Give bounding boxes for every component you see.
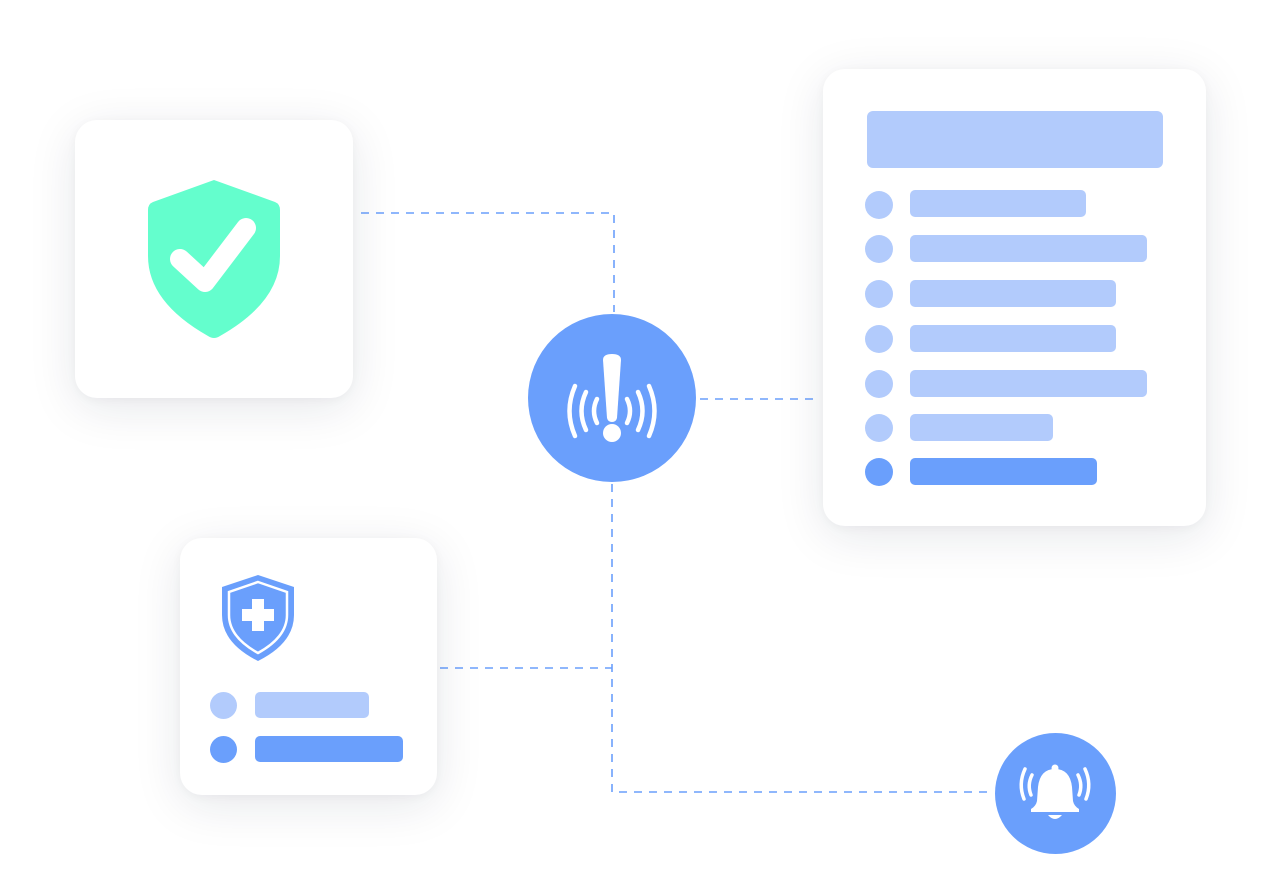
security-status-card[interactable] [75,120,353,398]
alert-signal-icon [567,354,657,442]
shield-cross-icon [222,575,294,661]
health-row-bullet [210,692,237,719]
list-row-bar [910,280,1116,307]
health-row-bar [255,692,369,718]
shield-inner-ring [227,580,289,655]
list-row-bar [910,235,1147,262]
medical-cross [242,599,274,631]
health-protection-card[interactable] [180,538,437,795]
list-row-bar [910,370,1147,397]
list-row-bar-active [910,458,1097,485]
exclamation-dot [603,424,621,442]
bell-top [1051,764,1059,772]
bell-clapper [1048,815,1062,819]
list-row-bar [910,414,1053,441]
bell-body [1031,769,1079,812]
list-row-bullet [865,191,893,219]
list-row-bullet [865,280,893,308]
list-row-bullet [865,414,893,442]
connector-shield-to-hub [361,212,615,312]
alert-hub-button[interactable] [528,314,696,482]
log-list-card[interactable] [823,69,1206,526]
list-row-bar [910,325,1116,352]
list-row-bullet [865,370,893,398]
connector-hub-down [611,484,994,793]
list-row-bullet [865,235,893,263]
health-row-bullet-active [210,736,237,763]
list-row-bar [910,190,1086,217]
list-row-bullet-active [865,458,893,486]
list-row-bullet [865,325,893,353]
bell-ringing-icon [1019,764,1091,819]
health-row-bar-active [255,736,403,762]
exclamation-bar [603,354,621,422]
list-header-bar [867,111,1163,168]
shield-check-icon [148,180,280,338]
checkmark [170,218,256,292]
notification-bell-button[interactable] [995,733,1116,854]
